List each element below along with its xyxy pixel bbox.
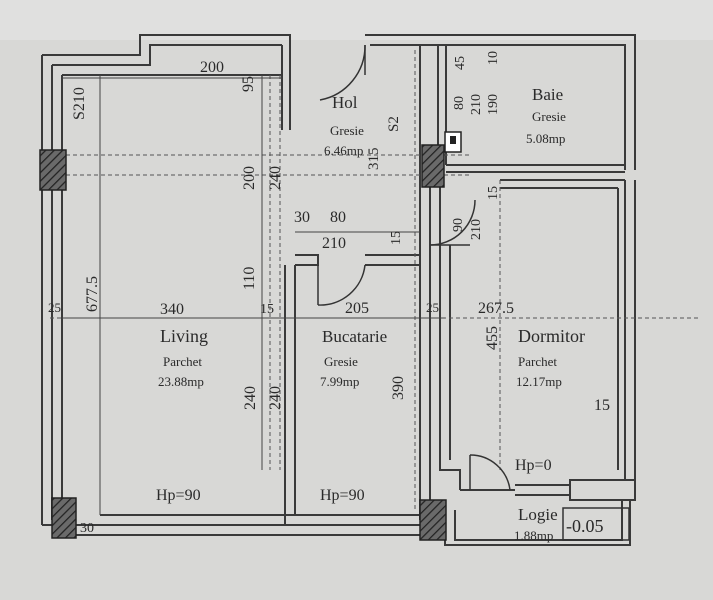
room-area-dormitor: 12.17mp — [516, 374, 562, 389]
dim-210-baie: 210 — [469, 94, 484, 115]
paper-highlight — [0, 0, 713, 40]
dim-677-5: 677.5 — [84, 276, 101, 312]
room-floor-living: Parchet — [163, 354, 202, 369]
dim-15-hol: 15 — [389, 231, 404, 245]
entry-door-swing — [319, 44, 366, 101]
dim-205: 205 — [345, 300, 369, 317]
room-floor-bucatarie: Gresie — [324, 354, 358, 369]
dim-s210: S210 — [71, 87, 88, 120]
column-bottom-left — [51, 497, 77, 539]
dim-25-left: 25 — [48, 300, 61, 315]
column-left — [39, 149, 67, 191]
height-bucatarie: Hp=90 — [320, 487, 365, 504]
dim-15-door: 15 — [486, 186, 501, 200]
dim-95: 95 — [240, 76, 257, 92]
dim-455: 455 — [484, 326, 501, 350]
dim-210-door: 210 — [469, 219, 484, 240]
room-name-bucatarie: Bucatarie — [322, 327, 387, 346]
room-name-baie: Baie — [532, 85, 563, 104]
bedroom-door-swing — [429, 199, 476, 246]
room-area-hol: 6.46mp — [324, 143, 363, 158]
height-dormitor: Hp=0 — [515, 457, 552, 474]
dim-25-right: 25 — [426, 300, 439, 315]
room-name-dormitor: Dormitor — [518, 326, 585, 346]
dim-30: 30 — [294, 209, 310, 226]
room-labels: Hol Gresie 6.46mp Baie Gresie 5.08mp Liv… — [158, 85, 585, 543]
dim-30-bottom: 30 — [80, 521, 94, 536]
dim-390: 390 — [390, 376, 407, 400]
level-value: -0.05 — [566, 516, 604, 536]
dim-10: 10 — [486, 51, 501, 65]
shaft-marker — [450, 136, 456, 144]
dim-15-dorm: 15 — [594, 397, 610, 414]
room-name-living: Living — [160, 326, 208, 346]
column-center — [421, 144, 445, 188]
dim-267-5: 267.5 — [478, 300, 514, 317]
dim-80-baie: 80 — [452, 96, 467, 110]
dim-315: 315 — [366, 148, 382, 171]
outer-walls — [41, 34, 636, 546]
dim-190: 190 — [486, 94, 501, 115]
height-living: Hp=90 — [156, 487, 201, 504]
room-area-living: 23.88mp — [158, 374, 204, 389]
dim-80: 80 — [330, 209, 346, 226]
dimension-lines — [62, 75, 445, 515]
dim-90: 90 — [451, 218, 466, 232]
logie-door-swing — [469, 454, 511, 491]
kitchen-door-swing — [317, 264, 366, 306]
column-bottom-center — [419, 499, 447, 541]
dim-340: 340 — [160, 301, 184, 318]
doors — [317, 44, 511, 491]
room-floor-dormitor: Parchet — [518, 354, 557, 369]
room-area-logie: 1.88mp — [514, 528, 553, 543]
dim-200-top: 200 — [200, 59, 224, 76]
dim-240-mid: 240 — [267, 166, 284, 190]
room-floor-baie: Gresie — [532, 109, 566, 124]
room-area-baie: 5.08mp — [526, 131, 565, 146]
dim-200-mid: 200 — [241, 166, 258, 190]
dim-s2: S2 — [386, 116, 402, 132]
dim-240-b: 240 — [267, 386, 284, 410]
dim-45: 45 — [453, 56, 468, 70]
dim-210-hol: 210 — [322, 235, 346, 252]
room-floor-hol: Gresie — [330, 123, 364, 138]
dim-15-mid: 15 — [260, 302, 274, 317]
room-name-hol: Hol — [332, 93, 358, 112]
room-area-bucatarie: 7.99mp — [320, 374, 359, 389]
dim-110: 110 — [241, 267, 258, 290]
interior-walls — [281, 45, 625, 525]
dimension-labels: 200 95 S210 677.5 25 340 200 240 30 80 2… — [48, 51, 610, 536]
dim-240-a: 240 — [242, 386, 259, 410]
room-name-logie: Logie — [518, 505, 558, 524]
height-labels: Hp=90 Hp=90 Hp=0 -0.05 — [156, 457, 604, 536]
level-box — [562, 507, 630, 541]
